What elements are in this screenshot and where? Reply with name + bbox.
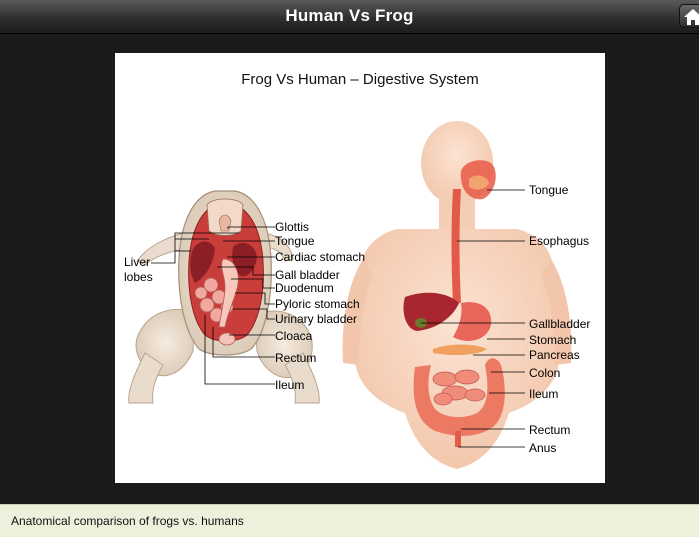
human-label-gallbladder: Gallbladder — [529, 317, 591, 331]
human-label-pancreas: Pancreas — [529, 348, 580, 362]
human-label-colon: Colon — [529, 366, 561, 380]
human-label-esophagus: Esophagus — [529, 234, 590, 248]
frog-label-ileum: Ileum — [275, 378, 305, 392]
human-label-rectum: Rectum — [529, 423, 571, 437]
frog-label-cloaca: Cloaca — [275, 329, 313, 343]
frog-label-gall-bladder: Gall bladder — [275, 268, 340, 282]
home-button[interactable] — [679, 4, 699, 28]
image-caption: Anatomical comparison of frogs vs. human… — [11, 514, 244, 528]
frog-label-urinary-bladder: Urinary bladder — [275, 312, 358, 326]
frog-label-pyloric-stomach: Pyloric stomach — [275, 297, 360, 311]
frog-label-tongue: Tongue — [275, 234, 315, 248]
frog-label-cardiac-stomach: Cardiac stomach — [275, 250, 366, 264]
anatomy-illustration — [128, 121, 572, 469]
caption-bar: Anatomical comparison of frogs vs. human… — [0, 504, 699, 537]
frog-illustration — [128, 190, 320, 404]
frog-label-duodenum: Duodenum — [275, 281, 334, 295]
anatomy-figure: Frog Vs Human – Digestive System — [115, 53, 605, 483]
human-label-ileum: Ileum — [529, 387, 559, 401]
human-label-anus: Anus — [529, 441, 557, 455]
frog-label-glottis: Glottis — [275, 220, 310, 234]
frog-label-rectum: Rectum — [275, 351, 317, 365]
home-icon — [684, 9, 699, 25]
frog-label-liver-lobes: Liver lobes — [124, 255, 153, 284]
title-bar: Human Vs Frog — [0, 0, 699, 34]
human-illustration — [342, 121, 572, 469]
human-label-stomach: Stomach — [529, 333, 577, 347]
figure-title: Frog Vs Human – Digestive System — [241, 71, 479, 88]
human-label-tongue: Tongue — [529, 183, 569, 197]
page-title: Human Vs Frog — [285, 6, 414, 25]
